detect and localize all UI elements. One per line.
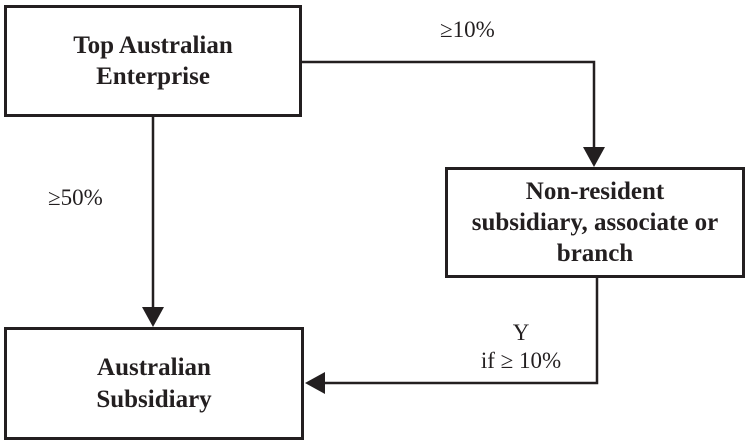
node-label-line: Enterprise [96,63,210,90]
node-label-line: Australian [97,353,211,381]
node-label-line: Subsidiary [96,385,212,413]
edge-label-line: Y [512,320,530,345]
edge-label-ge-10-percent: ≥10% [440,17,495,42]
arrowhead-down-icon [142,307,164,327]
arrowhead-left-icon [305,372,325,394]
node-label-line: Non-resident [525,178,665,205]
node-top-australian-enterprise: Top Australian Enterprise [4,5,302,117]
node-label-line: Top Australian [73,32,233,59]
edge-nonresident-to-subsidiary-line [324,278,599,385]
edge-label-y-if-ge-10-percent: Y if ≥ 10% [460,319,582,375]
edge-label-line: if ≥ 10% [480,348,562,373]
node-australian-subsidiary: Australian Subsidiary [4,327,304,440]
node-label-line: branch [556,240,634,267]
edge-top-to-nonresident-line [302,60,596,148]
edge-label-ge-50-percent: ≥50% [48,185,103,210]
node-label-line: subsidiary, associate or [471,209,719,236]
arrowhead-down-icon [583,147,605,167]
node-non-resident-subsidiary: Non-resident subsidiary, associate or br… [445,167,745,278]
